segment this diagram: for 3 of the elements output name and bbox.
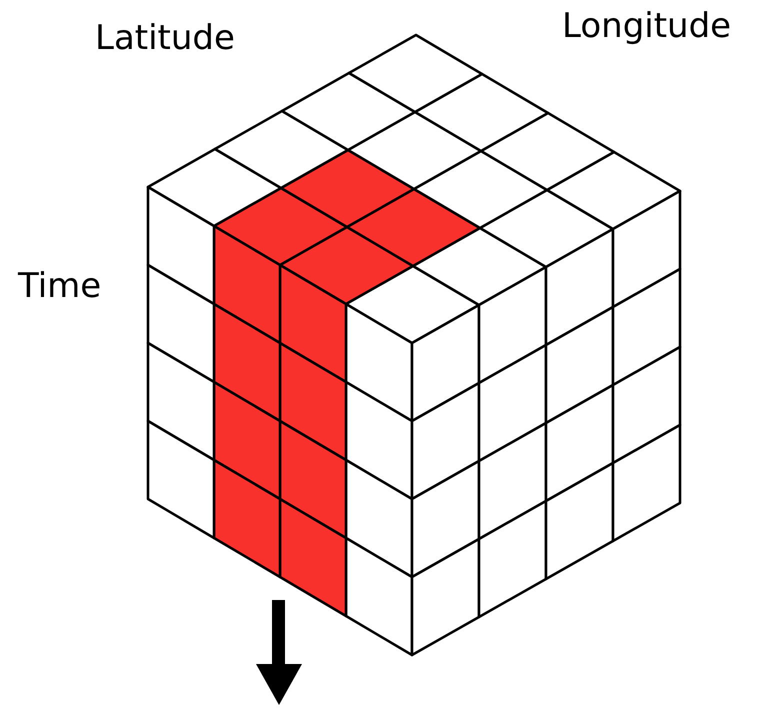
axis-label: Longitude: [562, 6, 732, 47]
axis-label: Time: [18, 266, 102, 307]
axis-label: Latitude: [95, 18, 235, 59]
